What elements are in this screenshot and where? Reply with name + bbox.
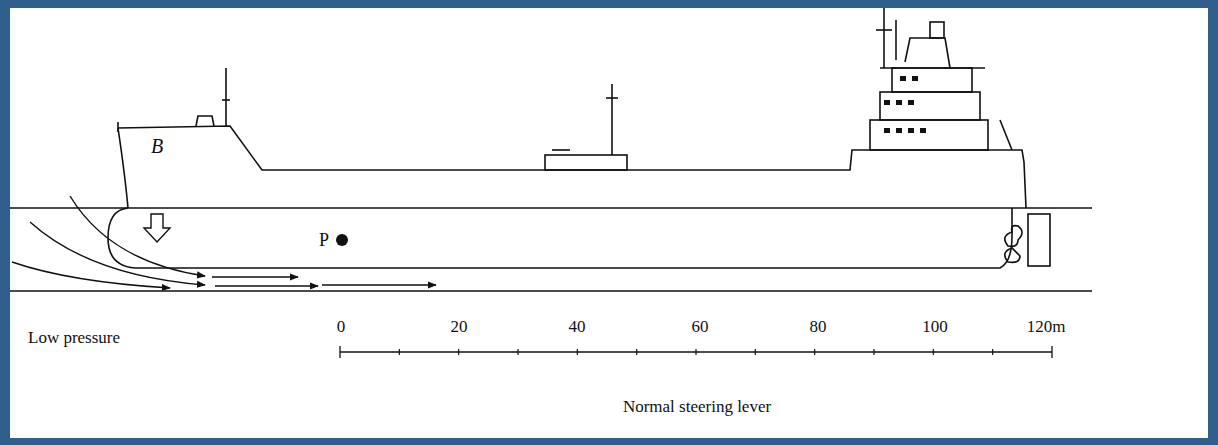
flow-line (322, 284, 436, 285)
ship (10, 8, 1092, 291)
scale-number: 40 (569, 318, 586, 335)
flow-lines (12, 196, 436, 288)
flow-line (215, 285, 318, 286)
scale-tick (873, 349, 874, 355)
windows (884, 76, 926, 133)
scale-number: 100 (922, 318, 948, 335)
bow-mark: B (151, 136, 163, 156)
radar-yard (876, 29, 892, 31)
flow-line (12, 262, 170, 288)
propeller-blade (1005, 226, 1022, 247)
ground (10, 8, 1208, 438)
deck-house (545, 155, 627, 170)
propeller-blade (1005, 248, 1020, 262)
scale-number: 0 (337, 318, 346, 335)
funnel (905, 38, 950, 68)
windlass (196, 116, 214, 126)
jack-staff (117, 122, 119, 132)
radar-mast (883, 8, 885, 68)
bow-stem (118, 128, 128, 208)
fore-mast-yard (222, 99, 230, 101)
channel-line (10, 290, 1092, 292)
deck-line (118, 126, 1026, 208)
aerial (895, 20, 897, 60)
point-label: P (319, 231, 329, 249)
scale-ticks (399, 349, 992, 355)
accommodation-middle (880, 92, 980, 120)
scale-number: 80 (810, 318, 827, 335)
scale-tick (458, 349, 459, 355)
main-mast-yard (606, 97, 618, 99)
scale-tick (992, 349, 993, 355)
deck-rail (552, 149, 570, 151)
scale-number: 60 (692, 318, 709, 335)
scale-tick (814, 349, 815, 355)
scale-tick (755, 349, 756, 355)
flow-line (212, 276, 298, 277)
fore-mast (225, 68, 227, 126)
annotation: Low pressure (28, 329, 120, 346)
scale-tick (933, 349, 934, 355)
underwater-hull (108, 208, 1012, 268)
scale-tick (399, 349, 400, 355)
waterline (10, 207, 1092, 209)
pivot-point (336, 234, 348, 246)
main-mast (611, 84, 613, 155)
funnel-top (930, 22, 944, 38)
scale-tick (517, 349, 518, 355)
scale-bar (340, 346, 1052, 358)
scale-number: 20 (451, 318, 468, 335)
aft-rail (1000, 120, 1012, 150)
accommodation-lower (870, 120, 988, 150)
rudder (1028, 214, 1050, 266)
flow-line (30, 222, 205, 285)
bridge-wing (880, 67, 985, 69)
scale-number: 120m (1027, 318, 1066, 335)
scale-caption: Normal steering lever (623, 398, 771, 415)
bridge (892, 68, 972, 92)
flow-line (70, 196, 205, 276)
scale-tick (695, 349, 696, 355)
force-arrow (144, 214, 170, 242)
scale-tick (636, 349, 637, 355)
scale-tick (577, 349, 578, 355)
